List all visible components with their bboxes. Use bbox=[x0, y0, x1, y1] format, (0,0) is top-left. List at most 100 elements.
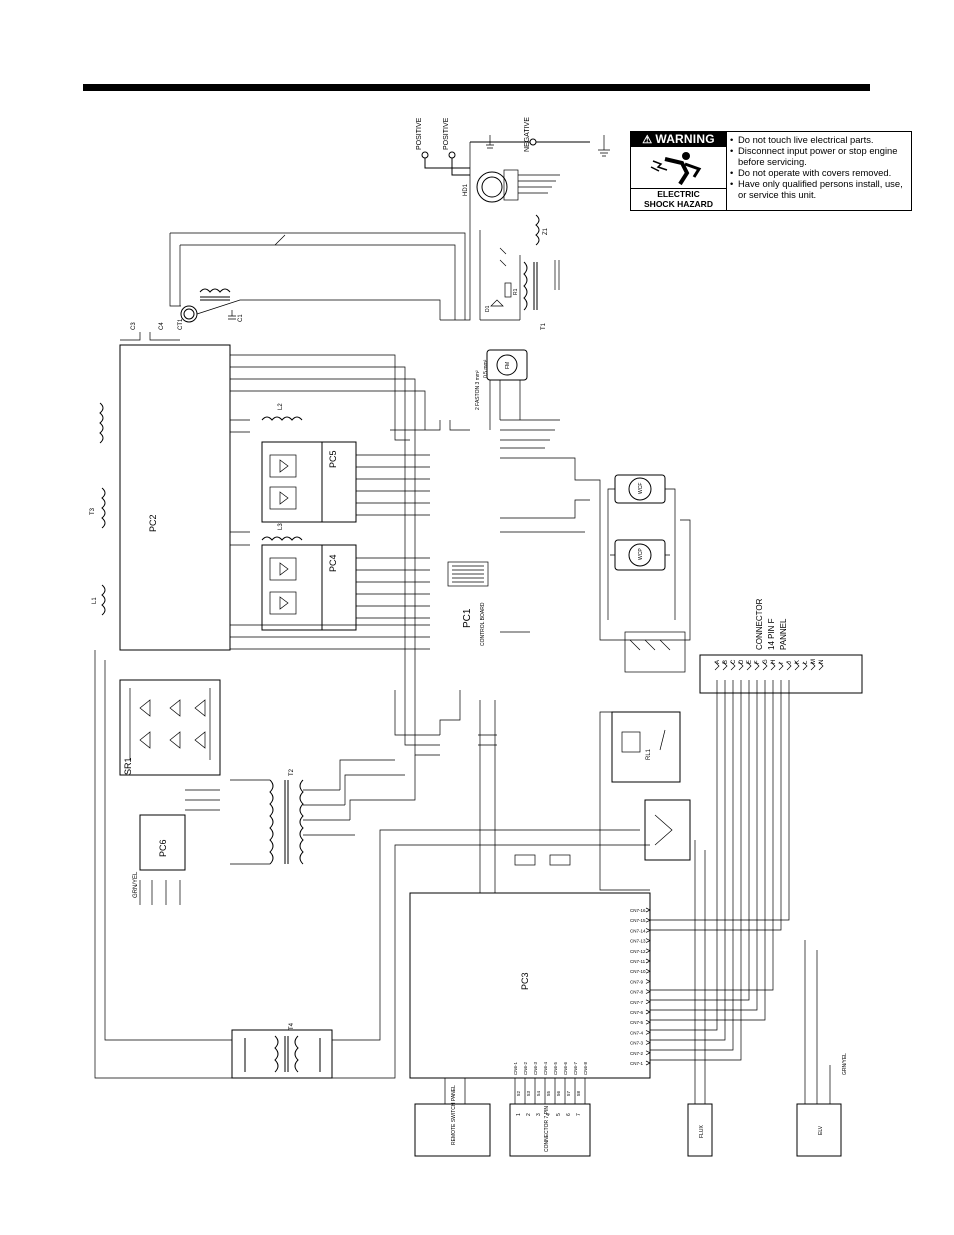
hd1-label: HD1 bbox=[463, 183, 469, 196]
connector-14-pin-label: J bbox=[787, 661, 793, 664]
c1-label: C1 bbox=[238, 314, 244, 322]
warning-list: Do not touch live electrical parts. Disc… bbox=[730, 134, 910, 200]
flux-box: FLUX bbox=[687, 1070, 713, 1157]
connector-7-wire-label: 56 bbox=[556, 1090, 561, 1096]
connector-14-pin-label: B bbox=[723, 660, 729, 664]
connector-7-pin-label: 5 bbox=[556, 1113, 562, 1116]
pc1-connector-block bbox=[447, 561, 489, 587]
connector-14-pin-mark bbox=[746, 661, 752, 671]
connector-14-title-2: 14 PIN F bbox=[767, 618, 776, 650]
pc3-cn7-pins: CN7-16CN7-15CN7-14CN7-13CN7-12CN7-11CN7-… bbox=[630, 907, 651, 1066]
output-terminals: POSITIVE POSITIVE NEGATIVE bbox=[416, 117, 610, 321]
cn7-pin-mark bbox=[645, 979, 651, 984]
fm-label: FM bbox=[505, 362, 511, 369]
sr1-label: SR1 bbox=[123, 757, 133, 775]
pc4-label: PC4 bbox=[328, 554, 338, 572]
cn6-pin-label: CN6-5 bbox=[553, 1061, 558, 1075]
cn6-pin-label: CN6-7 bbox=[573, 1061, 578, 1075]
connector-14-pin-mark bbox=[770, 661, 776, 671]
connector-7-wire-label: 55 bbox=[546, 1090, 551, 1096]
connector-7-wire-label: 58 bbox=[576, 1090, 581, 1096]
rl1-label: RL1 bbox=[646, 748, 652, 760]
connector-14-pin-mark bbox=[738, 661, 744, 671]
warning-triangle-icon: ⚠ bbox=[642, 134, 653, 146]
connector-7-wire-label: 52 bbox=[516, 1090, 521, 1096]
pc6-board: PC6 GRN/YEL bbox=[133, 789, 220, 905]
faston-label: 2 FASTON 3 mm² bbox=[475, 370, 481, 410]
connector-14-pin-mark bbox=[786, 661, 792, 671]
hd1-hall-sensor: HD1 bbox=[463, 169, 560, 203]
warning-item: Disconnect input power or stop engine be… bbox=[730, 145, 910, 167]
connector-14-pin-label: I bbox=[779, 662, 785, 664]
pc3-board: PC3 CN7-16CN7-15CN7-14CN7-13CN7-12CN7-11… bbox=[409, 700, 651, 1104]
cn7-pin-label: CN7-2 bbox=[630, 1051, 644, 1056]
l1-label: L1 bbox=[92, 597, 98, 604]
elv-box: ELV GRN/YEL bbox=[796, 1053, 848, 1157]
l2-label: L2 bbox=[278, 403, 284, 410]
output-rectifier-section: Z1 T1 R1 D1 bbox=[479, 214, 560, 330]
cn6-pin-label: CN6-4 bbox=[543, 1061, 548, 1075]
connector-14-pin-label: C bbox=[731, 659, 737, 664]
sr1-bridge: SR1 bbox=[119, 679, 221, 776]
pc1-sub-label: CONTROL BOARD bbox=[480, 602, 486, 646]
remote-panel-label: REMOTE SWITCH PANEL bbox=[451, 1085, 457, 1145]
warning-label: ⚠WARNING ELECTRIC SHOCK HAZARD Do not to… bbox=[630, 131, 912, 211]
warning-item: Have only qualified persons install, use… bbox=[730, 178, 910, 200]
cn7-pin-label: CN7-11 bbox=[630, 959, 646, 964]
connector-14-pin-mark bbox=[754, 661, 760, 671]
cn7-pin-label: CN7-6 bbox=[630, 1010, 644, 1015]
cn7-pin-label: CN7-8 bbox=[630, 990, 644, 995]
pc2-outline bbox=[119, 344, 231, 651]
cn6-pin-label: CN6-1 bbox=[513, 1061, 518, 1075]
cn7-pin-label: CN7-12 bbox=[630, 949, 646, 954]
connector-14-pin-mark bbox=[778, 661, 784, 671]
warning-item: Do not touch live electrical parts. bbox=[730, 134, 910, 145]
fan-motor: FM 2 FASTON 3 mm² 0,5 mm² bbox=[475, 349, 528, 430]
cn7-pin-mark bbox=[645, 1009, 651, 1015]
connector-14-pin-mark bbox=[794, 661, 800, 671]
t1-label: T1 bbox=[541, 322, 547, 330]
cn7-pin-mark bbox=[645, 958, 651, 964]
t2-transformer: T2 bbox=[230, 755, 416, 865]
cn7-pin-label: CN7-9 bbox=[630, 979, 644, 984]
cn6-pin-label: CN6-6 bbox=[563, 1061, 568, 1075]
cn7-pin-mark bbox=[645, 917, 651, 923]
connector-14-pin-label: G bbox=[763, 659, 769, 664]
hazard-title-line2: SHOCK HAZARD bbox=[644, 198, 713, 209]
cn7-pin-mark bbox=[645, 989, 651, 994]
warning-pictogram-panel: ⚠WARNING ELECTRIC SHOCK HAZARD bbox=[631, 132, 727, 210]
connector-14-pin-label: D bbox=[739, 659, 745, 664]
r1-label: R1 bbox=[513, 288, 519, 295]
warning-item: Do not operate with covers removed. bbox=[730, 167, 910, 178]
t3-label: T3 bbox=[90, 507, 96, 515]
connector-7-pin-label: 4 bbox=[546, 1113, 552, 1116]
cn7-pin-label: CN7-3 bbox=[630, 1041, 644, 1046]
cn7-pin-label: CN7-5 bbox=[630, 1020, 644, 1025]
remote-switch-panel: REMOTE SWITCH PANEL bbox=[414, 1078, 491, 1157]
cn7-pin-mark bbox=[645, 968, 651, 974]
cn7-pin-label: CN7-4 bbox=[630, 1030, 644, 1035]
pc2-label: PC2 bbox=[148, 514, 158, 532]
cn7-pin-mark bbox=[645, 928, 651, 933]
cn7-pin-label: CN7-16 bbox=[630, 908, 646, 913]
t4-transformer: T4 bbox=[94, 650, 650, 1079]
cn7-pin-mark bbox=[645, 948, 651, 954]
connector-7-pin-label: 3 bbox=[536, 1113, 542, 1116]
relay-section: RL1 bbox=[611, 711, 691, 861]
connector-7-pin-label: 6 bbox=[566, 1113, 572, 1116]
connector-14-pin-label: H bbox=[771, 660, 777, 664]
cooling-pumps: WCF WCP bbox=[590, 474, 691, 673]
choke-and-ct: CT1 C1 bbox=[169, 232, 466, 330]
cn6-pin-label: CN6-8 bbox=[583, 1061, 588, 1075]
pc2-power-board: PC2 T3 L1 C3 C4 bbox=[90, 322, 250, 651]
connector-14-pin-label: L bbox=[803, 660, 809, 664]
connector-14-pin-label: N bbox=[819, 660, 825, 664]
connector-14-pin-mark bbox=[818, 661, 824, 671]
pc6-label: PC6 bbox=[158, 839, 168, 857]
electric-shock-icon bbox=[650, 152, 702, 186]
connector-14-pin-label: E bbox=[747, 660, 753, 664]
